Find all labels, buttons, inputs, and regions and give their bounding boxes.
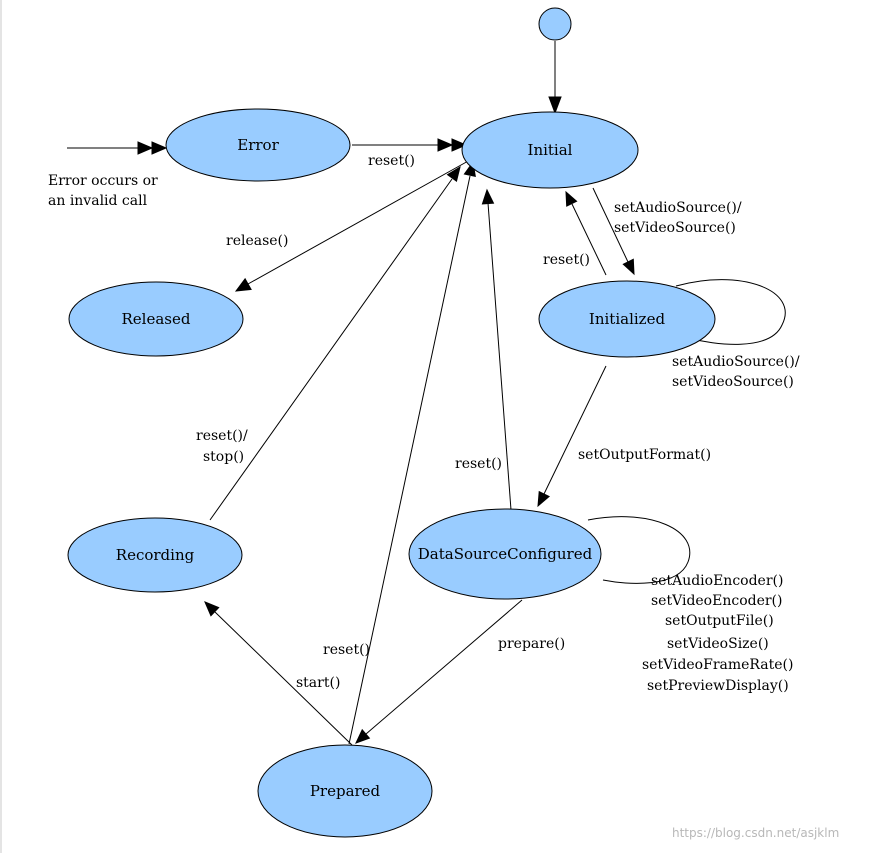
note-error-entry-2: an invalid call <box>48 193 148 209</box>
arrowhead-initial-released <box>234 277 252 292</box>
arrowhead-start-to-initial <box>548 96 562 115</box>
edge-initial-to-released <box>247 159 471 285</box>
label-datasource-loop-3: setOutputFile() <box>665 613 774 629</box>
label-initialized-to-datasource: setOutputFormat() <box>578 447 711 463</box>
label-initialized-loop-2: setVideoSource() <box>672 374 794 390</box>
label-datasource-loop-2: setVideoEncoder() <box>651 593 782 609</box>
state-prepared: Prepared <box>257 744 433 838</box>
arrowhead-initialized-datasource <box>537 490 551 508</box>
state-datasource-configured-ellipse <box>408 508 602 600</box>
state-initialized-ellipse <box>538 280 716 358</box>
state-released-label: Released <box>122 310 191 328</box>
state-initialized: Initialized <box>538 280 716 358</box>
state-prepared-ellipse <box>257 744 433 838</box>
label-initialized-to-initial: reset() <box>543 252 590 268</box>
edge-initialized-to-datasource <box>543 365 607 495</box>
label-recording-to-initial-2: stop() <box>203 449 244 465</box>
state-prepared-label: Prepared <box>310 782 381 800</box>
loop-initialized <box>675 279 786 345</box>
edge-initialized-to-initial <box>571 203 607 276</box>
edge-recording-to-initial <box>209 178 453 521</box>
label-initialized-loop-1: setAudioSource()/ <box>672 354 800 370</box>
label-initial-to-released: release() <box>226 233 288 249</box>
state-released: Released <box>68 281 244 357</box>
label-initial-to-initialized-1: setAudioSource()/ <box>614 200 742 216</box>
arrowhead-entry-a <box>137 141 154 155</box>
state-error: Error <box>165 108 351 182</box>
arrowhead-initialized-initial <box>565 190 578 207</box>
start-state-dot <box>538 7 572 41</box>
state-recording-ellipse <box>67 517 243 593</box>
state-datasource-configured: DataSourceConfigured <box>408 508 602 600</box>
state-initial-label: Initial <box>528 141 573 159</box>
edge-datasource-to-prepared <box>365 599 523 735</box>
arrowhead-entry-b <box>151 141 168 155</box>
state-initialized-label: Initialized <box>589 310 666 328</box>
edge-prepared-to-recording <box>214 611 353 746</box>
arrowhead-error-initial-b <box>451 138 468 152</box>
label-datasource-loop-1: setAudioEncoder() <box>651 573 783 589</box>
label-datasource-to-prepared: prepare() <box>498 636 565 652</box>
label-prepared-to-recording: start() <box>296 675 340 691</box>
watermark-text: https://blog.csdn.net/asjklm <box>672 826 839 840</box>
state-recording: Recording <box>67 517 243 593</box>
label-datasource-loop-6: setPreviewDisplay() <box>647 678 789 694</box>
loop-datasource <box>587 516 691 584</box>
label-datasource-loop-4: setVideoSize() <box>667 636 769 652</box>
note-error-entry-1: Error occurs or <box>48 173 158 189</box>
label-initial-to-initialized-2: setVideoSource() <box>614 220 736 236</box>
arrowhead-datasource-initial <box>481 188 495 205</box>
label-prepared-to-initial: reset() <box>323 642 370 658</box>
arrowhead-error-initial-a <box>437 138 454 152</box>
state-datasource-configured-label: DataSourceConfigured <box>418 545 593 563</box>
state-recording-label: Recording <box>116 546 195 564</box>
state-initial: Initial <box>461 111 639 189</box>
arrowhead-initial-initialized <box>622 258 635 276</box>
edge-prepared-to-initial <box>348 175 471 745</box>
state-initial-ellipse <box>461 111 639 189</box>
label-error-to-initial: reset() <box>368 153 415 169</box>
label-recording-to-initial-1: reset()/ <box>196 428 248 444</box>
edge-datasource-to-initial <box>487 202 512 511</box>
arrowhead-recording-initial <box>446 165 461 182</box>
state-released-ellipse <box>68 281 244 357</box>
arrowhead-datasource-prepared <box>355 728 371 744</box>
label-datasource-to-initial: reset() <box>455 456 502 472</box>
state-error-label: Error <box>237 136 279 154</box>
label-datasource-loop-5: setVideoFrameRate() <box>642 657 793 673</box>
edge-initial-to-initialized <box>592 187 629 263</box>
arrowhead-prepared-recording <box>204 601 220 617</box>
state-error-ellipse <box>165 108 351 182</box>
